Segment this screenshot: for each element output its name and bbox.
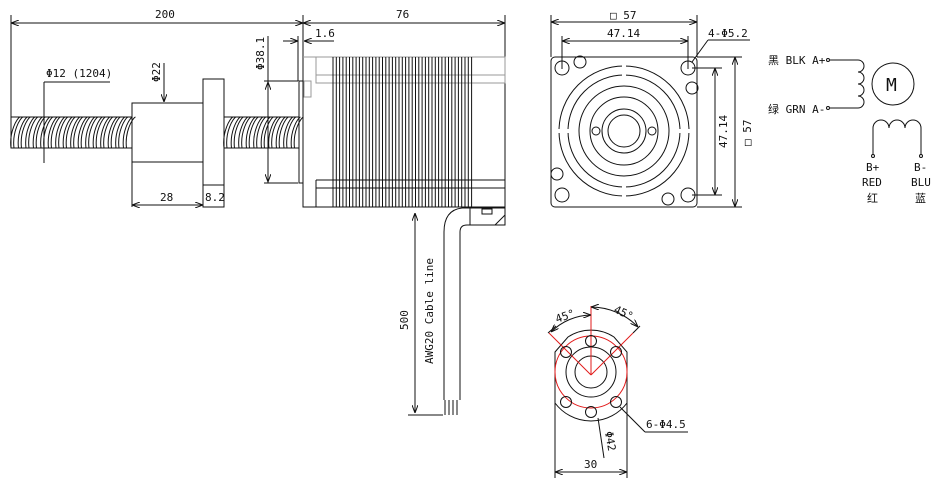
- screw-thread: [271, 116, 282, 149]
- screw-thread: [88, 116, 99, 149]
- screw-thread: [278, 116, 289, 149]
- screw-thread: [226, 116, 237, 149]
- wire-b-minus-color: BLU: [911, 176, 931, 189]
- screw-thread: [73, 116, 84, 149]
- screw-thread: [50, 116, 61, 149]
- nut-holes-label: 6-Φ4.5: [646, 418, 686, 431]
- wire-b-minus-cn: 蓝: [915, 192, 926, 205]
- motor-boss: [298, 80, 304, 184]
- hole-spacing-right-label: 47.14: [717, 115, 730, 148]
- screw-thread: [115, 116, 126, 149]
- screw-thread: [248, 116, 259, 149]
- side-view: 200 Φ12 (1204) Φ22 28 8.2 Φ38.1 1.6: [10, 8, 506, 416]
- screw-thread: [70, 116, 81, 149]
- screw-thread: [268, 116, 279, 149]
- lead-screw-left: [10, 116, 136, 149]
- screw-thread: [263, 116, 274, 149]
- screw-thread: [238, 116, 249, 149]
- screw-thread: [110, 116, 121, 149]
- nut-length-label: 28: [160, 191, 173, 204]
- screw-thread: [35, 116, 46, 149]
- screw-thread: [100, 116, 111, 149]
- wire-a-plus-label: 黑 BLK A+: [768, 54, 826, 67]
- wire-b-plus-cn: 红: [867, 192, 878, 205]
- hole-spacing-top-label: 47.14: [607, 27, 640, 40]
- front-view: □ 57 47.14 4-Φ5.2 47.14 □ 57: [550, 9, 754, 208]
- screw-thread: [55, 116, 66, 149]
- wire-a-minus-label: 绿 GRN A-: [768, 102, 825, 116]
- screw-thread: [62, 116, 73, 149]
- flange-thickness-label: 8.2: [205, 191, 225, 204]
- screw-thread: [95, 116, 106, 149]
- boss-diameter-label: Φ38.1: [254, 37, 267, 70]
- frame-size-top-label: □ 57: [610, 9, 637, 22]
- pcd-label: Φ42: [602, 430, 618, 452]
- screw-thread: [85, 116, 96, 149]
- mount-holes-label: 4-Φ5.2: [708, 27, 748, 40]
- screw-thread: [47, 116, 58, 149]
- screw-thread: [20, 116, 31, 149]
- motor-flange: [550, 56, 698, 208]
- cable-length-label: 500: [398, 310, 411, 330]
- wire-b-plus-color: RED: [862, 176, 882, 189]
- screw-thread: [103, 116, 114, 149]
- screw-thread: [290, 116, 301, 149]
- screw-thread: [92, 116, 103, 149]
- nut-diameter-label: Φ22: [150, 62, 163, 82]
- wire-b-plus-label: B+: [866, 161, 880, 174]
- motor-cable: [443, 207, 506, 415]
- screw-thread: [80, 116, 91, 149]
- screw-thread: [28, 116, 39, 149]
- motor-symbol: [871, 62, 915, 106]
- screw-thread: [253, 116, 264, 149]
- wiring-diagram: 黑 BLK A+ 绿 GRN A- M B+ RED 红 B- BLU 蓝: [768, 54, 931, 205]
- motor-cooling-fins: [332, 57, 473, 207]
- screw-thread: [65, 116, 76, 149]
- motor-length-label: 76: [396, 8, 409, 21]
- motor-symbol-label: M: [886, 75, 897, 96]
- frame-size-right-label: □ 57: [741, 120, 754, 147]
- nut-body: [131, 102, 204, 163]
- angle-left-label: 45°: [554, 307, 577, 326]
- dim-overall-length: 200: [155, 8, 175, 21]
- nut-flange: [202, 78, 225, 208]
- cable-type-label: AWG20 Cable line: [423, 258, 436, 364]
- screw-thread: [17, 116, 28, 149]
- nut-width-label: 30: [584, 458, 597, 471]
- screw-thread: [107, 116, 118, 149]
- screw-thread: [58, 116, 69, 149]
- boss-height-label: 1.6: [315, 27, 335, 40]
- angle-right-label: 45°: [612, 303, 636, 323]
- screw-thread: [260, 116, 271, 149]
- screw-thread: [233, 116, 244, 149]
- screw-thread: [118, 116, 129, 149]
- wire-b-minus-label: B-: [914, 161, 927, 174]
- screw-thread: [230, 116, 241, 149]
- screw-thread: [283, 116, 294, 149]
- nut-flange-view: 45° 45° 6-Φ4.5 Φ42 30: [547, 303, 688, 478]
- screw-thread: [25, 116, 36, 149]
- screw-thread: [286, 116, 297, 149]
- screw-thread: [13, 116, 24, 149]
- screw-thread: [275, 116, 286, 149]
- screw-thread: [245, 116, 256, 149]
- lead-screw-right: [223, 116, 304, 149]
- screw-diameter-label: Φ12 (1204): [46, 67, 112, 80]
- screw-thread: [77, 116, 88, 149]
- screw-thread: [256, 116, 267, 149]
- screw-thread: [241, 116, 252, 149]
- screw-thread: [10, 116, 21, 149]
- screw-thread: [32, 116, 43, 149]
- screw-thread: [125, 116, 136, 149]
